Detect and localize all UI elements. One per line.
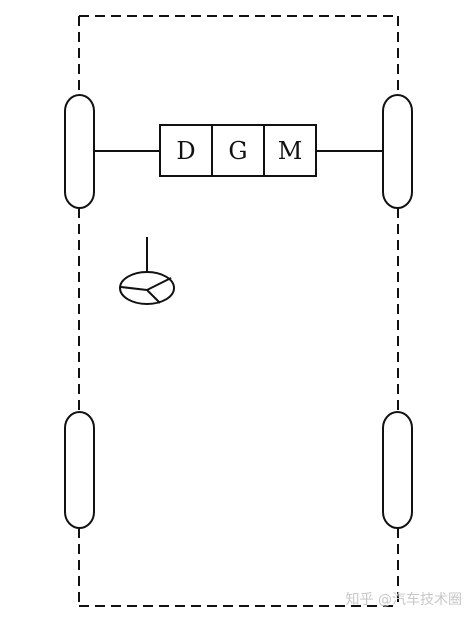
- unit-label-g: G: [228, 137, 247, 165]
- wheels: [64, 94, 413, 529]
- vehicle-body-outline: [78, 15, 399, 607]
- drivetrain-housing: [159, 124, 317, 177]
- steering-spoke-bottom: [146, 289, 161, 304]
- unit-label-d: D: [176, 137, 195, 165]
- steering-spoke-right: [146, 277, 172, 291]
- wheel-rear-left: [64, 411, 95, 529]
- wheel-front-left: [64, 94, 95, 209]
- wheel-front-right: [382, 94, 413, 209]
- unit-label-m: M: [278, 137, 303, 165]
- steering-rim: [119, 271, 175, 305]
- steering-wheel-icon: [119, 237, 175, 305]
- drivetrain-units: D G M: [159, 124, 317, 177]
- steering-spoke-left: [120, 286, 148, 291]
- watermark-text: 知乎 @汽车技术圈: [346, 591, 462, 608]
- wheel-rear-right: [382, 411, 413, 529]
